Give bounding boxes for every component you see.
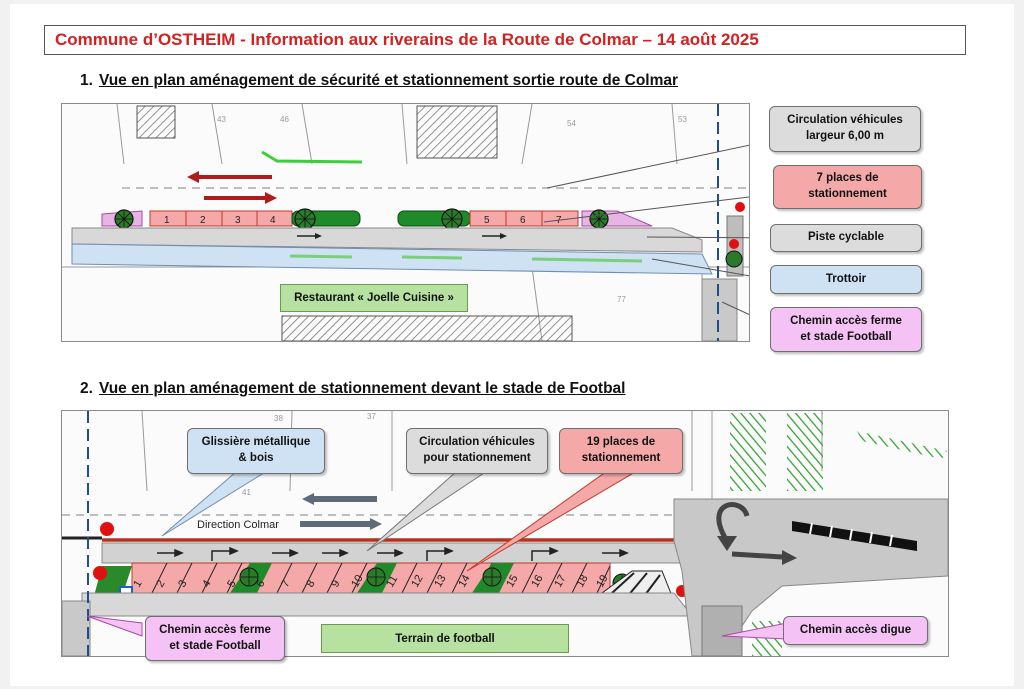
sidewalk	[71, 243, 713, 275]
parking-number: 12	[409, 573, 426, 590]
plan1-drawing: 1 2 3 4 5 6 7	[62, 104, 749, 341]
parking-number: 10	[349, 573, 366, 590]
callout-circulation-stationnement: Circulation véhicules pour stationnement	[406, 428, 548, 474]
red-dot-icon	[735, 202, 745, 212]
plan-route-de-colmar: 1 2 3 4 5 6 7	[61, 103, 750, 342]
page-title: Commune d’OSTHEIM - Information aux rive…	[44, 25, 966, 55]
circulation-arrows	[187, 171, 277, 204]
red-dot-icon	[100, 522, 114, 536]
red-dot-icon	[729, 239, 739, 249]
parking-number: 8	[304, 578, 317, 589]
parcel-number: 41	[242, 488, 251, 497]
section2-title: Vue en plan aménagement de stationnement…	[98, 380, 626, 397]
callout-19-places: 19 places de stationnement	[559, 428, 683, 474]
callout-chemin-ferme-2: Chemin accès ferme et stade Football	[145, 616, 285, 661]
parking-number: 9	[329, 578, 342, 589]
plan2-drawing: 38 37 41 1 2 3 4 5 6 7 8 9 10 11 12 13 1…	[62, 411, 948, 656]
tree-icon	[114, 209, 134, 229]
parking-number: 18	[574, 573, 591, 590]
parking-number: 16	[529, 573, 546, 590]
parcel-number: 54	[567, 119, 576, 128]
callout-chemin-ferme: Chemin accès ferme et stade Football	[770, 307, 922, 352]
parcel-number: 53	[678, 115, 687, 124]
green-verge	[261, 150, 363, 164]
parking-row-left	[101, 210, 361, 227]
direction-arrows	[300, 493, 382, 530]
section1-number: 1.	[80, 72, 93, 89]
parcel-number: 77	[617, 295, 626, 304]
plan2-parking-numbers: 1 2 3 4 5 6 7 8 9 10 11 12 13 14 15 16 1…	[131, 573, 611, 590]
parcel-number: 38	[274, 414, 283, 423]
sidewalk-green-marks	[289, 254, 643, 263]
parking-number: 7	[279, 578, 292, 589]
green-hatch-area	[787, 413, 823, 491]
chemin-digue	[701, 605, 743, 656]
parking-number: 4	[200, 578, 213, 589]
parking-number: 3	[235, 215, 241, 226]
chemin-access-ferme	[701, 278, 738, 341]
parking-number: 2	[200, 215, 206, 226]
parking-number: 1	[164, 215, 170, 226]
building-hatched	[416, 105, 498, 159]
building-hatched	[136, 105, 176, 139]
plan2-callout-pointers	[86, 470, 788, 640]
tree-icon	[725, 250, 743, 268]
callout-glissiere: Glissière métallique & bois	[187, 428, 325, 474]
parking-number: 11	[384, 574, 400, 590]
callout-chemin-digue: Chemin accès digue	[783, 616, 928, 645]
parking-number: 13	[432, 573, 449, 590]
tree-icon	[482, 567, 502, 587]
section1-title: Vue en plan aménagement de sécurité et s…	[98, 72, 679, 89]
chemin-access-ferme	[62, 600, 91, 656]
plan1-parcel-numbers: 43 46 54 53 77	[217, 115, 687, 304]
callout-trottoir: Trottoir	[770, 265, 922, 294]
callout-7-places: 7 places de stationnement	[773, 165, 922, 209]
parcel-number: 37	[367, 412, 376, 421]
parking-number: 6	[520, 215, 526, 226]
green-hatch-area	[857, 431, 947, 459]
tree-icon	[589, 209, 609, 229]
parking-number: 3	[176, 578, 189, 589]
lane-arrows	[157, 546, 629, 561]
direction-colmar-label: Direction Colmar	[197, 519, 279, 531]
callout-circulation-vehicules: Circulation véhicules largeur 6,00 m	[769, 106, 921, 152]
section2-number: 2.	[80, 380, 93, 397]
parcel-number: 46	[280, 115, 289, 124]
parking-number: 15	[504, 573, 521, 590]
sidewalk-lower	[81, 592, 694, 617]
parking-stall-lines	[151, 562, 611, 594]
parking-bays-right	[469, 210, 579, 227]
plan2-parcel-numbers: 38 37 41	[242, 412, 376, 497]
tree-icon	[239, 567, 259, 587]
u-turn-arrow-icon	[716, 502, 750, 543]
parking-number: 4	[270, 215, 276, 226]
parcel-number: 43	[217, 115, 226, 124]
red-dot-icon	[93, 566, 107, 580]
section1-heading: 1. Vue en plan aménagement de sécurité et…	[80, 72, 678, 90]
parking-number: 14	[456, 573, 473, 590]
parking-number: 19	[594, 573, 611, 590]
section2-heading: 2. Vue en plan aménagement de stationneme…	[80, 380, 625, 398]
parking-number: 5	[484, 215, 490, 226]
bike-lane-arrows	[297, 233, 507, 239]
terrain-football-label: Terrain de football	[321, 624, 569, 653]
parking-number: 6	[254, 578, 267, 589]
green-hatch-area	[730, 413, 766, 491]
tree-icon	[366, 567, 386, 587]
tree-icon	[294, 208, 316, 230]
building-hatched	[281, 315, 573, 341]
direction-arrow-icon	[731, 551, 783, 560]
restaurant-label: Restaurant « Joelle Cuisine »	[280, 284, 468, 312]
parking-number: 1	[131, 578, 144, 589]
parking-number: 17	[552, 573, 569, 590]
parking-number: 5	[225, 578, 238, 589]
hatched-island	[792, 521, 917, 551]
parking-number: 2	[154, 578, 167, 589]
tree-icon	[441, 208, 463, 230]
plan1-callout-pointers	[543, 144, 749, 316]
callout-piste-cyclable: Piste cyclable	[770, 224, 922, 252]
